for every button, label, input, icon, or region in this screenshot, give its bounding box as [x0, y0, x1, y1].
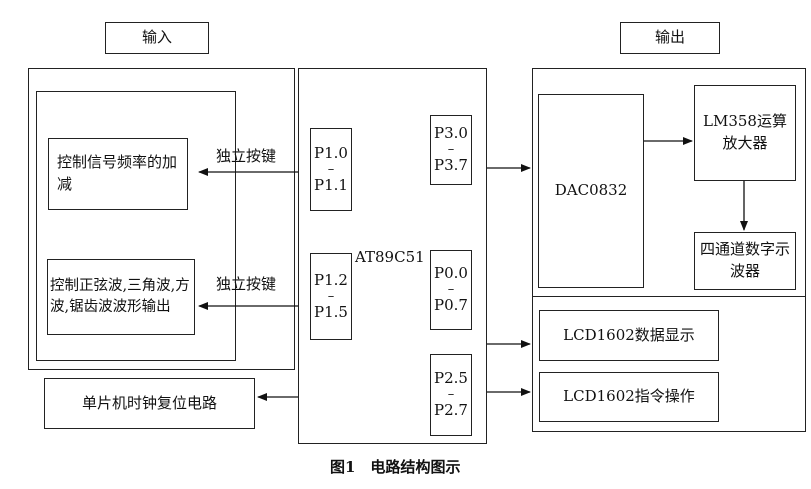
output-header-label: 输出 — [654, 28, 685, 47]
amp-label: LM358运算放大器 — [703, 112, 787, 152]
output-header-box: 输出 — [620, 22, 720, 54]
port-p3-top: P3.0 — [434, 124, 468, 143]
port-p3-sep: – — [447, 142, 455, 157]
input-inner-panel — [36, 91, 236, 361]
port-p1-0-1-sep: – — [327, 161, 335, 177]
port-p1-2-5-top: P1.2 — [314, 270, 348, 289]
port-p2-bottom: P2.7 — [434, 401, 468, 419]
port-p0-sep: – — [447, 282, 455, 297]
wave-control-box: 控制正弦波,三角波,方波,锯齿波波形输出 — [47, 259, 195, 335]
port-p1-0-1-bottom: P1.1 — [314, 175, 348, 194]
port-p2: P2.5 – P2.7 — [430, 354, 472, 436]
output-section — [532, 68, 806, 432]
scope-label: 四通道数字示波器 — [699, 240, 790, 280]
port-p0-bottom: P0.7 — [434, 296, 468, 314]
port-p3: P3.0 – P3.7 — [430, 115, 472, 185]
port-p2-sep: – — [447, 387, 455, 402]
mcu-block — [298, 68, 487, 444]
key-label-1: 独立按键 — [216, 147, 277, 165]
lcd-data-label: LCD1602数据显示 — [563, 325, 695, 344]
port-p2-top: P2.5 — [434, 369, 468, 388]
port-p0-top: P0.0 — [434, 264, 468, 283]
freq-control-box: 控制信号频率的加减 — [48, 138, 188, 210]
wave-control-label: 控制正弦波,三角波,方波,锯齿波波形输出 — [50, 278, 190, 315]
scope-box: 四通道数字示波器 — [694, 232, 796, 290]
amp-box: LM358运算放大器 — [694, 85, 796, 181]
lcd-cmd-label: LCD1602指令操作 — [563, 387, 695, 406]
key-label-2: 独立按键 — [216, 275, 277, 293]
figure-caption: 图1 电路结构图示 — [330, 458, 461, 476]
input-section — [28, 68, 295, 370]
clock-reset-label: 单片机时钟复位电路 — [81, 393, 217, 412]
dac-box: DAC0832 — [538, 94, 644, 288]
port-p0: P0.0 – P0.7 — [430, 250, 472, 330]
lcd-data-box: LCD1602数据显示 — [539, 310, 719, 361]
port-p1-2-5-sep: – — [327, 288, 335, 304]
port-p1-2-5: P1.2 – P1.5 — [310, 253, 352, 340]
lcd-cmd-box: LCD1602指令操作 — [539, 372, 719, 422]
output-divider — [532, 296, 806, 297]
input-header-label: 输入 — [141, 28, 172, 47]
port-p1-0-1: P1.0 – P1.1 — [310, 128, 352, 211]
port-p1-0-1-top: P1.0 — [314, 143, 348, 162]
port-p1-2-5-bottom: P1.5 — [314, 302, 348, 321]
freq-control-label: 控制信号频率的加减 — [57, 153, 178, 193]
dac-label: DAC0832 — [554, 181, 628, 200]
input-header-box: 输入 — [105, 22, 209, 54]
mcu-name: AT89C51 — [355, 248, 425, 266]
clock-reset-box: 单片机时钟复位电路 — [44, 378, 255, 429]
port-p3-bottom: P3.7 — [434, 156, 468, 174]
